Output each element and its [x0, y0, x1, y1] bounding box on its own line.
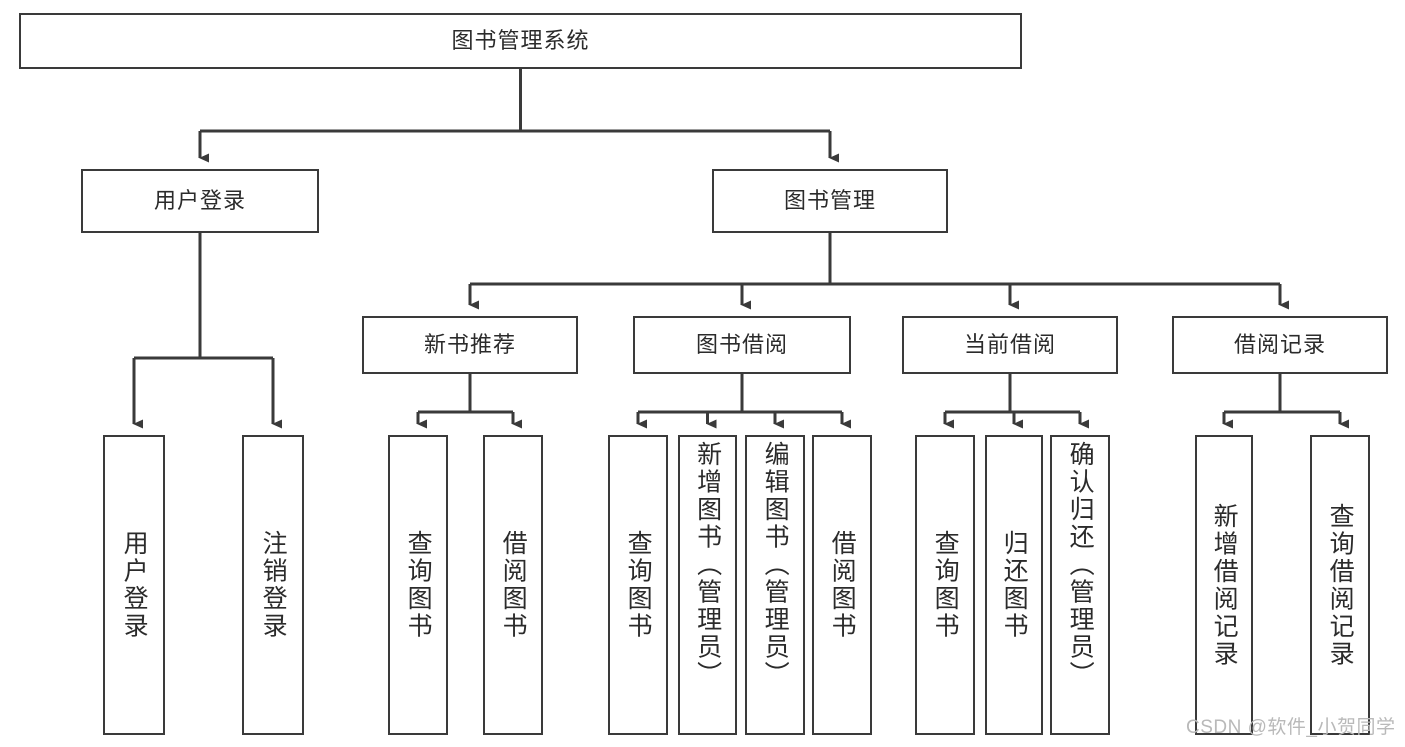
node-label: 确认归还（管理员）	[1066, 441, 1095, 689]
csdn-watermark: CSDN @软件_小贺同学	[1186, 717, 1396, 738]
node-book-borrow[interactable]: 图书借阅	[633, 316, 851, 374]
edge-bus-book-borrow	[638, 374, 842, 414]
edge-bus-new-book-rec	[418, 374, 513, 414]
node-leaf-edit-book[interactable]: 编辑图书（管理员）	[745, 435, 805, 735]
node-user-login[interactable]: 用户登录	[81, 169, 319, 233]
node-leaf-borrow-book-1[interactable]: 借阅图书	[483, 435, 543, 735]
node-leaf-query-record[interactable]: 查询借阅记录	[1310, 435, 1370, 735]
node-leaf-add-book[interactable]: 新增图书（管理员）	[678, 435, 737, 735]
node-borrow-record[interactable]: 借阅记录	[1172, 316, 1388, 374]
node-label: 借阅图书	[499, 530, 528, 640]
node-label: 新增图书（管理员）	[693, 441, 722, 689]
node-leaf-query-book-1[interactable]: 查询图书	[388, 435, 448, 735]
node-label: 借阅记录	[1233, 332, 1326, 358]
node-label: 新增借阅记录	[1210, 502, 1239, 668]
node-label: 图书管理系统	[451, 28, 590, 54]
node-leaf-confirm-return[interactable]: 确认归还（管理员）	[1050, 435, 1110, 735]
node-leaf-query-book-2[interactable]: 查询图书	[608, 435, 668, 735]
node-leaf-borrow-book-2[interactable]: 借阅图书	[812, 435, 872, 735]
node-label: 查询图书	[931, 530, 960, 640]
node-leaf-add-record[interactable]: 新增借阅记录	[1195, 435, 1253, 735]
node-label: 借阅图书	[828, 530, 857, 640]
node-label: 查询图书	[624, 530, 653, 640]
node-new-book-rec[interactable]: 新书推荐	[362, 316, 578, 374]
node-label: 用户登录	[120, 530, 149, 640]
node-book-mgmt[interactable]: 图书管理	[712, 169, 948, 233]
node-leaf-user-logout[interactable]: 注销登录	[242, 435, 304, 735]
node-label: 当前借阅	[963, 332, 1056, 358]
node-label: 新书推荐	[423, 332, 516, 358]
node-leaf-return-book[interactable]: 归还图书	[985, 435, 1043, 735]
node-label: 归还图书	[1000, 530, 1029, 640]
node-root[interactable]: 图书管理系统	[19, 13, 1022, 69]
edge-bus-user-login	[134, 233, 273, 360]
node-leaf-query-book-3[interactable]: 查询图书	[915, 435, 975, 735]
node-leaf-user-login[interactable]: 用户登录	[103, 435, 165, 735]
node-current-borrow[interactable]: 当前借阅	[902, 316, 1118, 374]
edge-bus-book-mgmt	[470, 233, 1280, 286]
edge-bus-current-borrow	[945, 374, 1080, 414]
node-label: 图书借阅	[695, 332, 788, 358]
node-label: 用户登录	[153, 188, 246, 214]
node-label: 查询借阅记录	[1326, 502, 1355, 668]
edge-bus-root	[200, 69, 830, 133]
node-label: 查询图书	[404, 530, 433, 640]
edge-bus-borrow-record	[1224, 374, 1340, 414]
node-label: 编辑图书（管理员）	[761, 441, 790, 689]
node-label: 注销登录	[259, 530, 288, 640]
node-label: 图书管理	[783, 188, 876, 214]
